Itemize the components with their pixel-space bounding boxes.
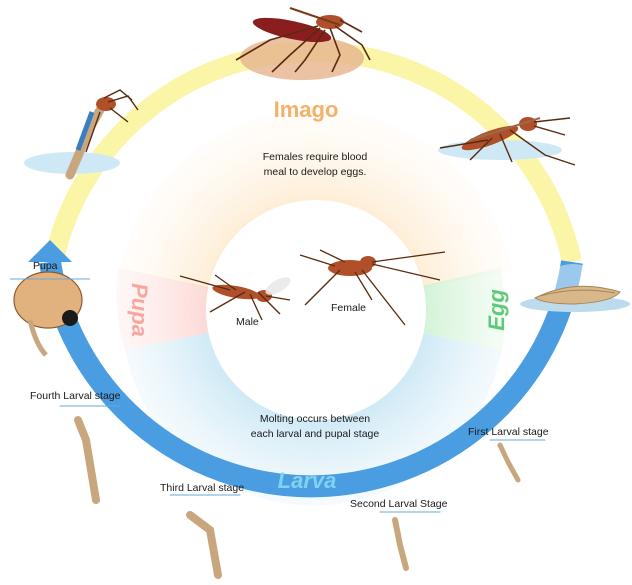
larva-note: Molting occurs between each larval and p… [220, 412, 410, 442]
center-circle [206, 200, 426, 420]
larva-illustrations [59, 405, 546, 579]
imago-phase-label: Imago [274, 97, 339, 122]
imago-note: Females require blood meal to develop eg… [220, 150, 410, 180]
larva-note-line1: Molting occurs between [259, 413, 371, 425]
egg-laying-mosquito-illustration [438, 117, 576, 166]
larva-note-line2: each larval and pupal stage [250, 428, 380, 440]
second-larva-shape [392, 517, 409, 571]
male-mosquito-illustration [179, 274, 291, 321]
pupa-phase-label: Pupa [127, 283, 152, 337]
feeding-mosquito-illustration [235, 7, 371, 80]
male-label: Male [236, 316, 259, 328]
aquatic-arrow-head [28, 240, 72, 262]
female-label: Female [331, 302, 367, 314]
emerging-mosquito-illustration [24, 89, 139, 180]
pupa-stage-label: Pupa [33, 260, 58, 272]
egg-phase-label: Egg [484, 289, 509, 331]
egg-raft-illustration [520, 285, 630, 312]
first-larval-stage-label: First Larval stage [468, 426, 549, 438]
imago-note-line1: Females require blood [262, 151, 368, 163]
fourth-larval-stage-label: Fourth Larval stage [30, 390, 121, 402]
first-larva-shape [497, 442, 521, 483]
aquatic-stages-label: Aquatic Stages [553, 342, 585, 402]
female-mosquito-illustration [299, 249, 446, 326]
imago-note-line2: meal to develop eggs. [263, 166, 367, 178]
third-larval-stage-label: Third Larval stage [160, 482, 245, 494]
second-larval-stage-label: Second Larval Stage [350, 498, 448, 510]
aquatic-arc [39, 260, 583, 498]
fourth-larva-shape [74, 416, 100, 504]
third-larva-shape [186, 511, 222, 579]
pupa-illustration [10, 271, 90, 357]
larva-phase-label: Larva [278, 468, 337, 493]
